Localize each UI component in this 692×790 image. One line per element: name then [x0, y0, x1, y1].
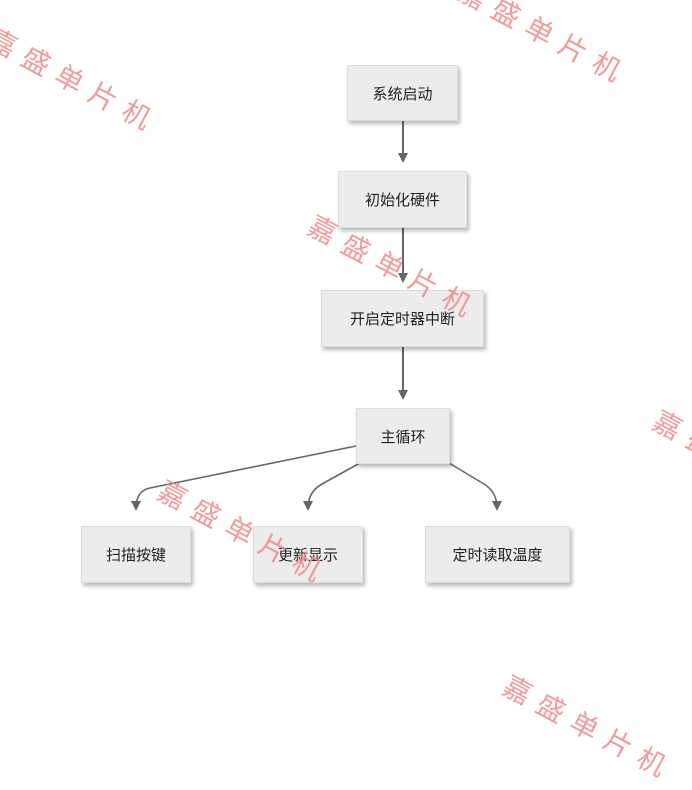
node-start: 系统启动	[347, 65, 458, 121]
node-read-temperature: 定时读取温度	[425, 526, 570, 583]
flowchart-canvas	[131, 121, 502, 511]
edge-mainloop-to-scan-keys	[131, 445, 357, 511]
node-update-display: 更新显示	[253, 526, 363, 583]
node-main-loop: 主循环	[356, 408, 450, 464]
node-init-hardware: 初始化硬件	[338, 171, 467, 228]
edge-mainloop-to-update-display	[303, 462, 361, 511]
node-enable-timer-interrupt: 开启定时器中断	[321, 290, 484, 347]
edge-mainloop-to-read-temp	[448, 462, 502, 511]
node-scan-keys: 扫描按键	[81, 526, 191, 583]
